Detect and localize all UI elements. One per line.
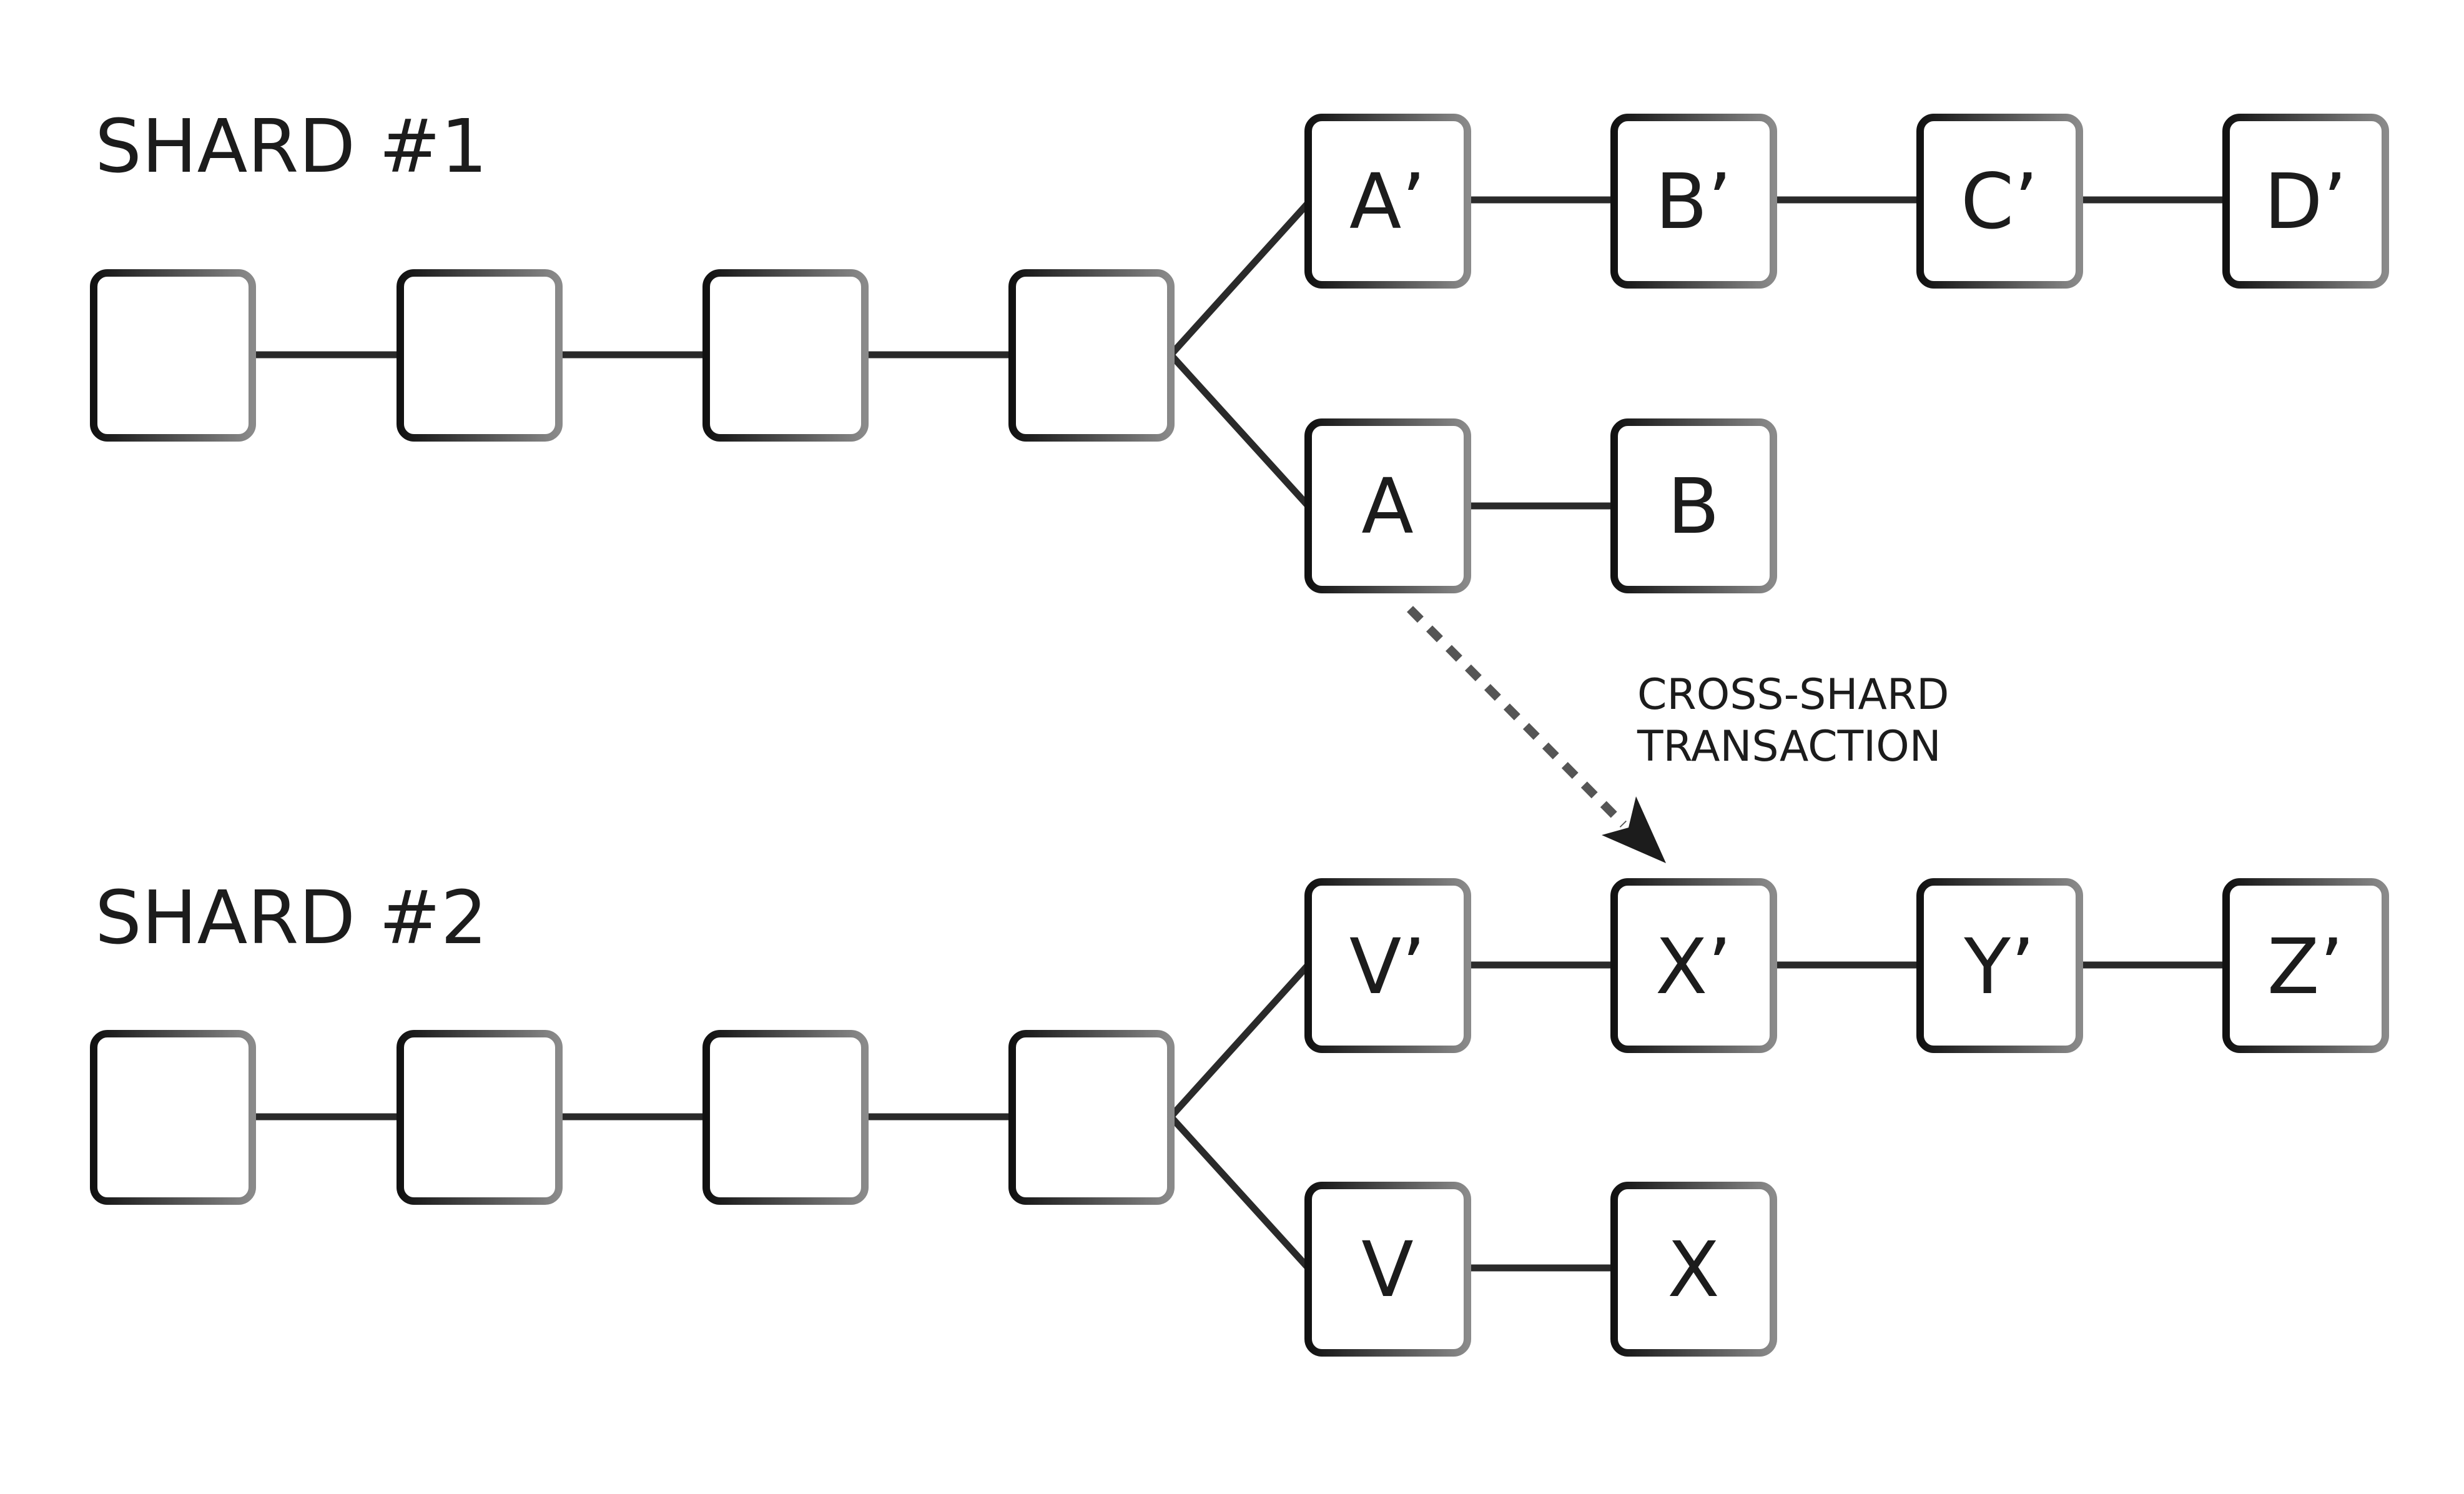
- block-b-prime-label: B’: [1655, 157, 1732, 246]
- block-b: [1610, 418, 1777, 593]
- block: [90, 269, 256, 442]
- shard-2-label: SHARD #2: [95, 874, 488, 961]
- shard-1-fork-lower: A B: [1304, 418, 1777, 593]
- shard-2-base-connectors: [252, 961, 2225, 1272]
- shard-2-fork-lower: V X: [1304, 1182, 1777, 1357]
- block-y-prime: [1916, 878, 2083, 1053]
- block: [397, 269, 563, 442]
- block-d-prime-label: D’: [2264, 157, 2347, 246]
- block-v-prime: [1304, 878, 1471, 1053]
- shard-1-base-blocks: [90, 269, 1175, 442]
- cross-shard-arrowhead: [1602, 796, 1666, 863]
- shard-2: SHARD #2 V’ X’ Y’ Z’: [90, 874, 2389, 1357]
- fork-connector-upper: [1168, 200, 1311, 357]
- block-b-label: B: [1667, 462, 1720, 551]
- shard-1-label: SHARD #1: [95, 103, 488, 189]
- block: [1008, 1030, 1175, 1205]
- block: [90, 1030, 256, 1205]
- block-v-prime-label: V’: [1349, 923, 1426, 1011]
- block-a: [1304, 418, 1471, 593]
- shard-1-base-connectors: [252, 196, 2225, 510]
- shard-2-base-blocks: [90, 1030, 1175, 1205]
- block-a-label: A: [1361, 462, 1413, 551]
- shard-2-fork-upper: V’ X’ Y’ Z’: [1304, 878, 2389, 1053]
- fork-connector-lower: [1168, 352, 1311, 508]
- block-z-prime-label: Z’: [2267, 923, 2343, 1011]
- block-x: [1610, 1182, 1777, 1357]
- block: [702, 269, 869, 442]
- cross-shard-transaction: CROSS-SHARD TRANSACTION: [1407, 606, 1949, 863]
- block: [702, 1030, 869, 1205]
- block-x-prime: [1610, 878, 1777, 1053]
- block-c-prime: [1916, 114, 2083, 289]
- block-a-prime: [1304, 114, 1471, 289]
- block-c-prime-label: C’: [1961, 157, 2038, 246]
- cross-shard-arrow-line: [1407, 606, 1627, 828]
- block-v-label: V: [1361, 1225, 1413, 1314]
- cross-shard-label-line2: TRANSACTION: [1637, 722, 1941, 771]
- block-d-prime: [2222, 114, 2389, 289]
- shard-1: SHARD #1 A’ B’ C’: [90, 103, 2389, 593]
- block-a-prime-label: A’: [1349, 157, 1426, 246]
- block-z-prime: [2222, 878, 2389, 1053]
- block-y-prime-label: Y’: [1963, 923, 2034, 1011]
- cross-shard-label-line1: CROSS-SHARD: [1637, 670, 1949, 720]
- shard-1-fork-upper: A’ B’ C’ D’: [1304, 114, 2389, 289]
- block-b-prime: [1610, 114, 1777, 289]
- block-v: [1304, 1182, 1471, 1357]
- block: [397, 1030, 563, 1205]
- block-x-label: X: [1667, 1225, 1720, 1314]
- block: [1008, 269, 1175, 442]
- block-x-prime-label: X’: [1655, 923, 1732, 1011]
- fork-connector-lower: [1168, 1114, 1311, 1270]
- fork-connector-upper: [1168, 962, 1311, 1119]
